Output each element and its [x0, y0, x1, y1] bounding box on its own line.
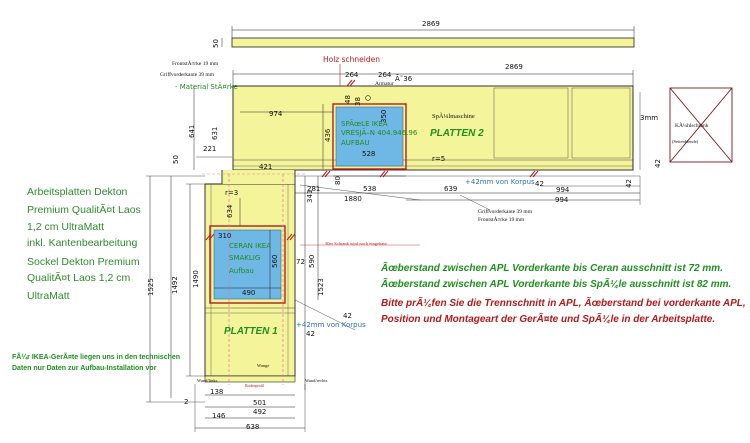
wall-left-label: Wand/links — [197, 378, 218, 383]
holz-schneiden-label: Holz schneiden — [323, 55, 380, 64]
sink-cutout-border — [332, 103, 407, 170]
wall-right-label: Wand/rechts — [305, 378, 328, 383]
dim-421: 421 — [259, 163, 273, 171]
fridge-box — [669, 87, 733, 163]
dishwasher-area — [493, 87, 569, 159]
dim-490: 490 — [242, 289, 256, 297]
dim-42-right: 42 — [625, 179, 633, 188]
front-thickness-label: FrontstÃ¤rke 19 mm — [172, 61, 219, 67]
material-thickness-label: - Material StÃ¤rke — [175, 83, 238, 91]
dim-501: 501 — [253, 399, 267, 407]
dim-492: 492 — [253, 408, 267, 416]
front-thickness-label-2: FrontstÃ¤rke 19 mm — [478, 217, 525, 223]
tap-hole — [365, 95, 371, 101]
dim-42-fridge: 42 — [654, 159, 662, 168]
fridge-label: KÃ¼hlschrank — [675, 123, 709, 129]
material-note-line-2: Premium QualitÃ¤t Laos — [27, 204, 141, 216]
material-note-line-6: QualitÃ¤t Laos 1,2 cm — [27, 272, 131, 284]
dim-2: 2 — [184, 398, 189, 406]
bottom-base-strip — [204, 375, 296, 383]
cabinet-note: 30er Schrank wird noch eingebaut — [325, 241, 387, 246]
sink-label-line-3: AUFBAU — [341, 139, 370, 147]
front-edge-label-2: Griffvorderkante 39 mm — [478, 209, 532, 215]
dim-42-lower-a: 42 — [343, 312, 352, 320]
dim-50-side: 50 — [172, 155, 180, 164]
dim-436: 436 — [324, 128, 332, 142]
ceran-label-line-2: SMAKLIG — [229, 254, 261, 262]
wange-label: Wange — [257, 363, 270, 368]
plus-42-upper: +42mm von Korpus — [465, 178, 535, 186]
material-note-line-3: 1,2 cm UltraMatt — [27, 221, 105, 233]
dim-994-b: 994 — [555, 196, 569, 204]
dim-38: 38 — [354, 97, 362, 106]
dim-1880: 1880 — [344, 195, 362, 203]
dim-80: 80 — [334, 176, 342, 185]
dim-560: 560 — [271, 254, 279, 268]
top-strip-panel — [231, 37, 635, 48]
sink-label-line-1: SPÃœLE IKEA — [341, 120, 388, 128]
dim-994-a: 994 — [556, 186, 570, 194]
check-note-line-2: Position und Montageart der GerÃ¤te und … — [381, 314, 716, 325]
dim-281: 281 — [307, 185, 321, 193]
ceran-cutout-border — [209, 225, 286, 304]
platten-2-label: PLATTEN 2 — [430, 128, 484, 139]
dim-641: 641 — [188, 124, 196, 138]
dim-3mm: 3mm — [640, 114, 659, 122]
dim-1525: 1525 — [147, 278, 155, 296]
ceran-label-line-1: CERAN IKEA — [229, 242, 272, 250]
overhang-ceran-note: Ãœberstand zwischen APL Vorderkante bis … — [381, 263, 723, 274]
sink-cutout — [335, 106, 404, 167]
countertop-platten-2 — [232, 85, 634, 171]
dim-639: 639 — [444, 185, 458, 193]
dim-310: 310 — [218, 232, 232, 240]
platten-1-label: PLATTEN 1 — [224, 326, 278, 337]
dim-341: 341 — [306, 189, 314, 203]
dishwasher-label: SpÃ¼lmaschine — [432, 113, 475, 120]
material-note-line-4: inkl. Kantenbearbeitung — [27, 237, 138, 249]
dim-528: 528 — [362, 150, 376, 158]
material-note-line-7: UltraMatt — [27, 290, 70, 302]
overhang-sink-note: Ãœberstand zwischen APL Vorderkante bis … — [381, 279, 732, 290]
base-profile-label: Bodenprofil — [245, 383, 265, 388]
dim-42-upper: 42 — [535, 180, 544, 188]
armatur-label: Armatur — [375, 81, 394, 87]
fridge-sub-label: (Seitenblende) — [672, 139, 699, 144]
dim-48: 48 — [344, 95, 352, 104]
front-edge-label: Griffvorderkante 39 mm — [160, 72, 214, 78]
dim-72: 72 — [296, 258, 305, 266]
dim-264-left: 264 — [345, 71, 359, 79]
dim-264-right: 264 — [378, 71, 392, 79]
dim-974: 974 — [269, 110, 283, 118]
dim-1523: 1523 — [317, 278, 325, 296]
dim-146: 146 — [212, 412, 226, 420]
dim-631: 631 — [211, 126, 219, 140]
radius-3: r=3 — [225, 189, 239, 197]
dim-1490: 1490 — [192, 270, 200, 288]
sink-label-line-2: VRESJÃ–N 404.946.96 — [341, 129, 418, 137]
dim-638: 638 — [246, 423, 260, 431]
ikea-note-line-2: Daten nur Daten zur Aufbau-Installation … — [12, 365, 157, 372]
ikea-note-line-1: FÃ¼r IKEA-GerÃ¤te liegen uns in den tech… — [12, 354, 181, 361]
material-note-line-1: Arbeitsplatten Dekton — [27, 186, 128, 198]
dim-590: 590 — [308, 254, 316, 268]
dim-1492: 1492 — [171, 276, 179, 294]
dim-538: 538 — [363, 185, 377, 193]
dim-634: 634 — [226, 204, 234, 218]
dim-2869-upper: 2869 — [505, 63, 523, 71]
dim-42-lower-b: 42 — [306, 330, 315, 338]
tap-diameter-label: Ã˜36 — [395, 75, 413, 83]
dim-top-width: 2869 — [422, 20, 440, 28]
check-note-line-1: Bitte prÃ¼fen Sie die Trennschnitt in AP… — [381, 298, 746, 309]
plus-42-lower: +42mm von Korpus — [296, 321, 366, 329]
dim-top-depth: 50 — [212, 39, 220, 48]
material-note-line-5: Sockel Dekton Premium — [27, 256, 140, 268]
dim-138: 138 — [210, 388, 224, 396]
ceran-label-line-3: Aufbau — [229, 267, 254, 275]
dim-221: 221 — [203, 145, 217, 153]
radius-5: r=5 — [432, 155, 446, 163]
